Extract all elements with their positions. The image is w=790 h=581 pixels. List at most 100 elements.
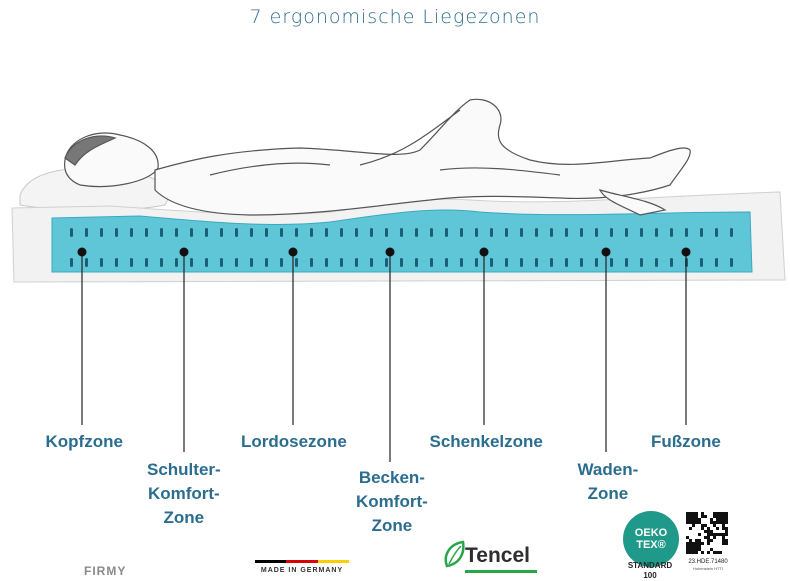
qr-module [686,515,689,518]
made-in-germany-text: MADE IN GERMANY [260,567,344,574]
foam-slot [190,258,193,267]
foam-slot [520,258,523,267]
zone-dot [479,247,489,257]
oeko-line2: TEX® [636,539,666,551]
qr-module [692,551,695,554]
qr-module [689,548,692,551]
qr-module [704,536,707,539]
qr-module [716,512,719,515]
qr-module [722,533,725,536]
foam-slot [535,228,538,237]
foam-slot [70,258,73,267]
foam-slot [160,228,163,237]
qr-module [713,512,716,515]
foam-slot [190,228,193,237]
qr-module [704,524,707,527]
tencel-logo: Tencel [443,540,543,576]
qr-module [707,551,710,554]
foam-slot [265,258,268,267]
qr-module [710,539,713,542]
qr-module [689,539,692,542]
foam-slot [610,258,613,267]
foam-slot [115,258,118,267]
foam-slot [280,258,283,267]
qr-module [689,512,692,515]
zone-label: Waden- Zone [577,460,639,503]
qr-module [704,530,707,533]
qr-module [722,539,725,542]
qr-module [689,515,692,518]
qr-module [713,551,716,554]
qr-module [686,512,689,515]
foam-slot [565,228,568,237]
foam-slot [220,228,223,237]
qr-module [692,524,695,527]
foam-slot [730,228,733,237]
qr-module [725,527,728,530]
qr-module [689,551,692,554]
foam-slot [505,258,508,267]
oeko-standard-text: STANDARD 100 [627,561,673,580]
foam-slot [175,258,178,267]
foam-slot [625,228,628,237]
firmy-brand: FIRMY [84,564,127,578]
foam-slot [505,228,508,237]
qr-module [686,521,689,524]
qr-module [710,521,713,524]
qr-module [692,548,695,551]
qr-module [698,521,701,524]
qr-module [716,518,719,521]
foam-slot [490,258,493,267]
zone-dot [179,247,189,257]
foam-slot [295,228,298,237]
foam-slot [295,258,298,267]
foam-slot [730,258,733,267]
qr-module [686,551,689,554]
foam-slot [205,258,208,267]
qr-module [716,527,719,530]
foam-slot [715,228,718,237]
qr-module [686,518,689,521]
foam-slot [160,258,163,267]
leaf-icon [444,540,465,568]
foam-slot [550,258,553,267]
foam-slot [145,228,148,237]
foam-slot [220,258,223,267]
certificate-institute: Hohenstein HTTI [692,566,724,571]
oeko-line1: OEKO [634,527,668,539]
foam-slot [175,228,178,237]
qr-module [719,512,722,515]
foam-slot [310,228,313,237]
qr-module [686,545,689,548]
qr-module [695,548,698,551]
qr-module [686,542,689,545]
qr-module [698,518,701,521]
qr-module [716,515,719,518]
foam-slot [250,228,253,237]
foam-slot [205,228,208,237]
foam-slot [685,228,688,237]
qr-module [707,530,710,533]
foam-slot [655,228,658,237]
foam-slot [280,228,283,237]
foam-slot [445,258,448,267]
foam-slot [70,228,73,237]
zone-label: Schulter- Komfort- Zone [147,460,221,527]
foam-slot [640,258,643,267]
zone-dot [288,247,298,257]
qr-module [719,518,722,521]
certificate-code: 23.HDE.71480 [688,559,728,565]
qr-module [725,533,728,536]
qr-module [713,515,716,518]
qr-module [716,551,719,554]
qr-module [725,539,728,542]
foam-slot [85,258,88,267]
qr-module [722,542,725,545]
foam-core [51,209,753,273]
foam-slot [595,228,598,237]
qr-module [689,518,692,521]
qr-module [692,515,695,518]
foam-slot [265,228,268,237]
qr-module [707,539,710,542]
qr-module [698,533,701,536]
